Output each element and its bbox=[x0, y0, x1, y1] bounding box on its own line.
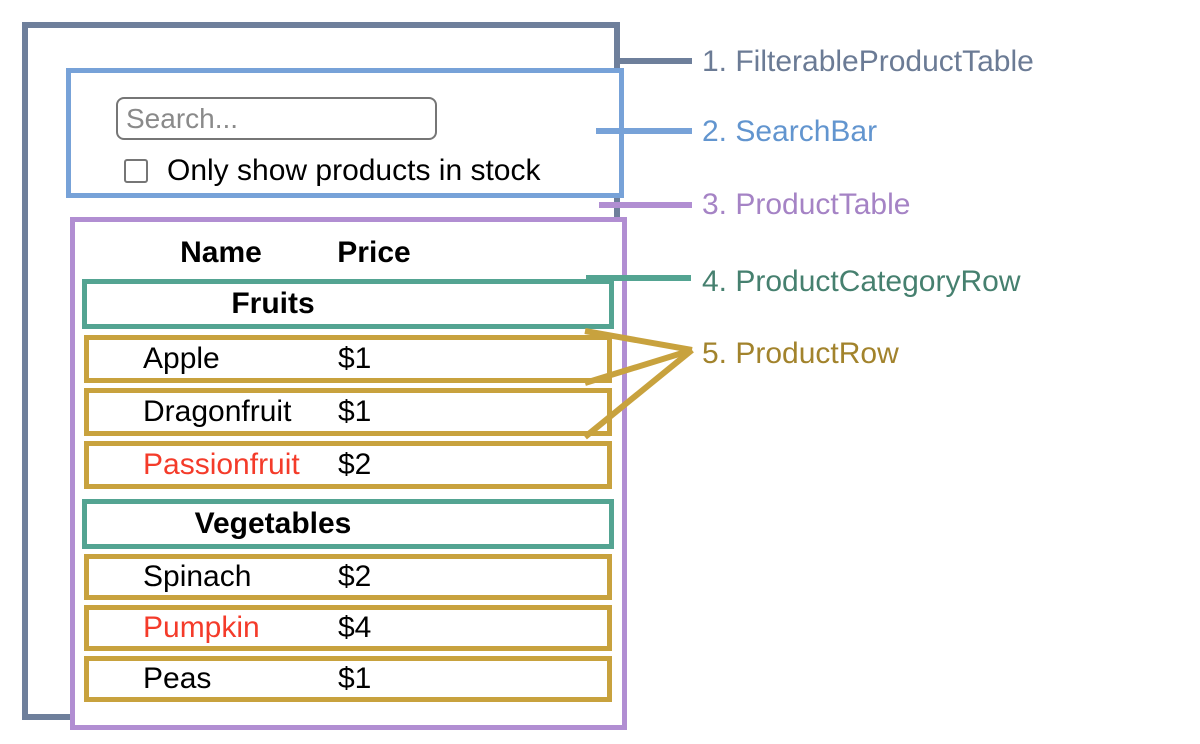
product-price: $2 bbox=[338, 448, 372, 481]
in-stock-label: Only show products in stock bbox=[167, 154, 541, 187]
annotation-label-product-row: 5. ProductRow bbox=[702, 337, 899, 370]
product-name-out-of-stock: Passionfruit bbox=[143, 448, 300, 481]
product-row: Apple $1 bbox=[84, 335, 612, 383]
product-name-out-of-stock: Pumpkin bbox=[143, 611, 260, 644]
connector-fan-product-rows bbox=[583, 328, 694, 440]
product-price: $1 bbox=[338, 662, 372, 695]
product-table-box: Name Price Fruits Apple $1 Dragonfruit $… bbox=[70, 217, 627, 730]
product-name: Peas bbox=[143, 662, 212, 695]
product-category-row: Fruits bbox=[82, 279, 614, 329]
product-name: Spinach bbox=[143, 560, 252, 593]
product-name: Apple bbox=[143, 342, 220, 375]
product-row: Pumpkin $4 bbox=[84, 605, 612, 651]
product-price: $4 bbox=[338, 611, 372, 644]
category-label: Vegetables bbox=[194, 507, 352, 540]
product-name: Dragonfruit bbox=[143, 395, 292, 428]
annotation-label-searchbar: 2. SearchBar bbox=[702, 115, 878, 148]
annotation-label-product-category-row: 4. ProductCategoryRow bbox=[702, 265, 1021, 298]
annotation-label-product-table: 3. ProductTable bbox=[702, 188, 911, 221]
connector-line-searchbar bbox=[596, 128, 692, 134]
connector-line-product-category-row bbox=[586, 275, 691, 281]
product-category-row: Vegetables bbox=[82, 499, 614, 549]
stock-filter-row: Only show products in stock bbox=[124, 154, 541, 187]
product-row: Passionfruit $2 bbox=[84, 441, 612, 489]
annotation-label-filterable-product-table: 1. FilterableProductTable bbox=[702, 45, 1034, 78]
product-row: Spinach $2 bbox=[84, 554, 612, 600]
category-label: Fruits bbox=[231, 287, 315, 320]
in-stock-checkbox[interactable] bbox=[124, 159, 148, 183]
table-header-row: Name Price bbox=[121, 234, 427, 272]
search-input[interactable] bbox=[116, 97, 437, 140]
column-header-price: Price bbox=[337, 236, 411, 269]
product-price: $1 bbox=[338, 395, 372, 428]
connector-line-product-table bbox=[599, 202, 692, 208]
connector-line-filterable-product-table bbox=[620, 58, 692, 64]
filterable-product-table-box: Only show products in stock Name Price F… bbox=[22, 22, 627, 730]
product-row: Peas $1 bbox=[84, 656, 612, 702]
searchbar-box: Only show products in stock bbox=[66, 68, 624, 198]
column-header-name: Name bbox=[180, 236, 262, 269]
product-price: $1 bbox=[338, 342, 372, 375]
product-price: $2 bbox=[338, 560, 372, 593]
product-row: Dragonfruit $1 bbox=[84, 388, 612, 436]
